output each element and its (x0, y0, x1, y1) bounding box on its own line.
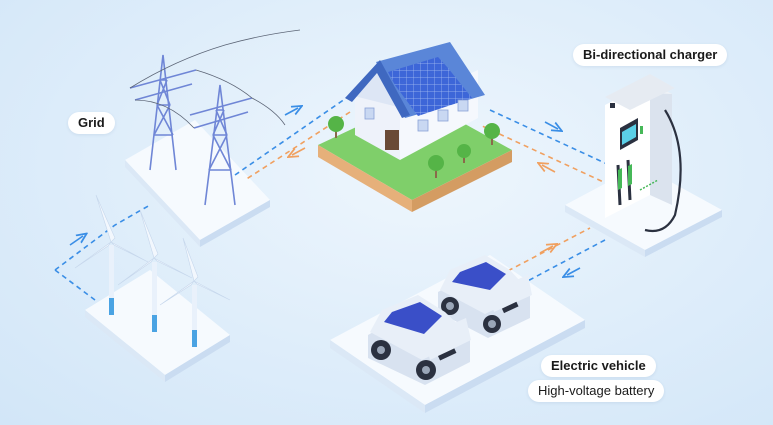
electric-car-icon (368, 255, 532, 385)
car-front (368, 295, 471, 385)
flow-wind-loop (54, 269, 96, 301)
charger-label: Bi-directional charger (573, 44, 728, 66)
flow-arrows (69, 108, 581, 275)
battery-label: High-voltage battery (528, 380, 665, 402)
charger-station-icon (605, 74, 682, 233)
flow-wind-to-grid (54, 204, 151, 271)
tree-icon (328, 116, 500, 178)
ev-label: Electric vehicle (541, 355, 656, 377)
arrow-wind-up (69, 236, 83, 246)
solar-house-icon (318, 42, 512, 212)
platform-wind (85, 270, 230, 382)
wind-turbine-icon (74, 194, 231, 347)
arrow-to-ev (567, 267, 581, 275)
flow-charger-to-ev (519, 239, 606, 286)
platform-grid (125, 120, 270, 247)
power-tower-icon (129, 54, 253, 206)
flow-house-to-charger (489, 109, 621, 171)
arrow-to-grid (292, 147, 306, 155)
flow-grid-to-house (234, 91, 356, 176)
platform-charger (565, 165, 722, 257)
arrow-to-charger (544, 121, 558, 129)
power-lines (129, 29, 301, 129)
arrow-to-house (284, 108, 298, 116)
arrow-to-charger-from-ev (539, 246, 553, 254)
arrow-to-house-back (542, 165, 556, 173)
flow-ev-to-charger (499, 227, 591, 276)
grid-label: Grid (68, 112, 115, 134)
flow-charger-to-house (479, 124, 611, 186)
